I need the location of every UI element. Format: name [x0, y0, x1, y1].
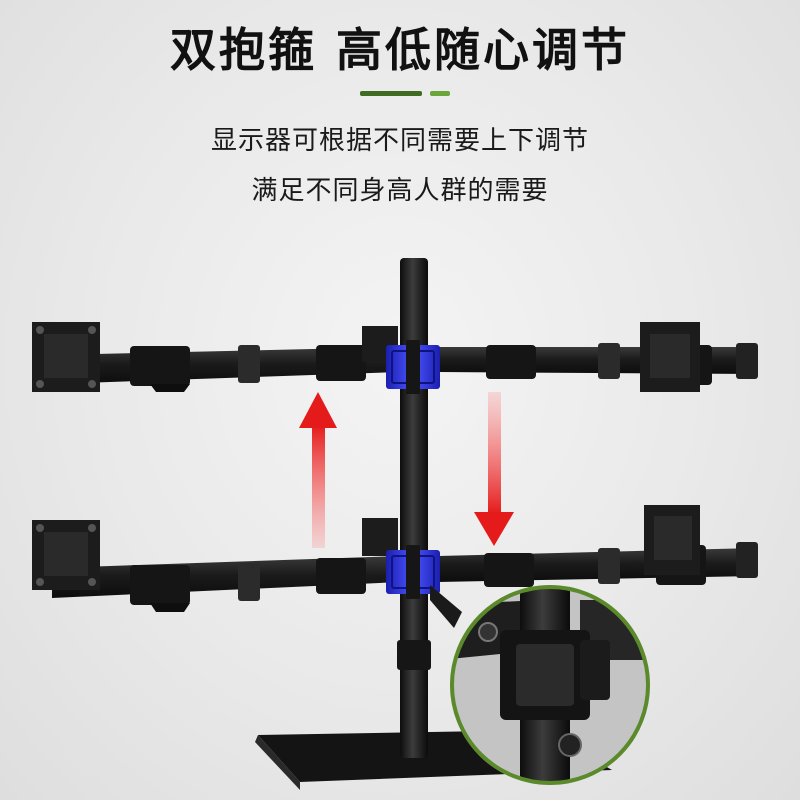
upper-arm-assembly — [32, 322, 758, 394]
lower-arm-assembly — [32, 505, 758, 612]
pole-collar — [397, 640, 431, 670]
arrow-down-icon — [474, 392, 514, 546]
headline: 双抱箍 高低随心调节 — [169, 23, 630, 77]
arrow-up-icon — [299, 392, 337, 548]
title-accent-bar-long — [360, 91, 422, 96]
vertical-pole — [400, 258, 428, 758]
zoom-pointer — [430, 585, 462, 628]
title-accent-bar-short — [430, 91, 450, 96]
description-line-1: 显示器可根据不同需要上下调节 — [210, 126, 589, 156]
description-line-2: 满足不同身高人群的需要 — [251, 176, 549, 206]
clamp-detail-zoom — [450, 585, 650, 785]
